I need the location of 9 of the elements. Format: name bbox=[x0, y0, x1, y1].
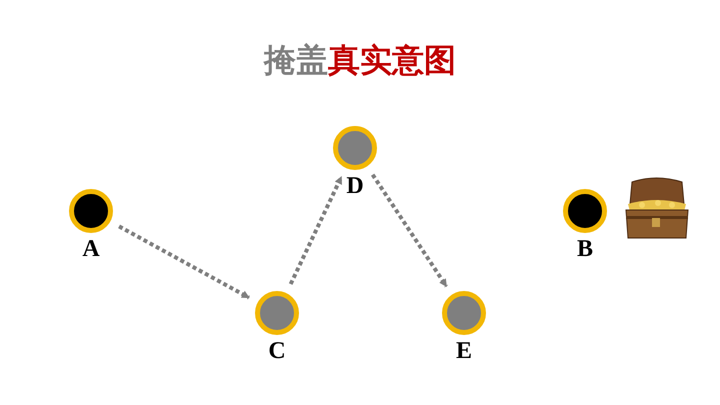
dotted-arrow bbox=[118, 224, 250, 300]
point-label: A bbox=[82, 237, 100, 261]
point-label: B bbox=[576, 237, 593, 261]
point-label: D bbox=[346, 174, 364, 198]
point-label: E bbox=[456, 339, 472, 363]
title: 掩盖真实意图 bbox=[264, 44, 456, 76]
dotted-arrow bbox=[370, 174, 448, 288]
point-label: C bbox=[268, 339, 286, 363]
dotted-arrow bbox=[288, 176, 344, 285]
